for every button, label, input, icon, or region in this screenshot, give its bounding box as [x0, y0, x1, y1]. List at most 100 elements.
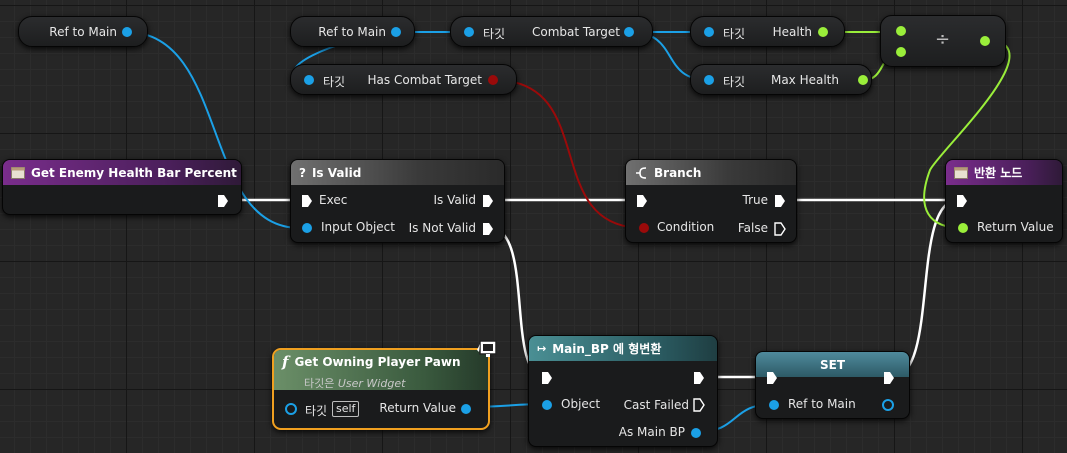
exec-in-pin-icon[interactable] [301, 194, 313, 208]
return-node-header: 반환 노드 [946, 160, 1062, 185]
cast-header: ↦ Main_BP 에 형변환 [529, 336, 717, 361]
target-object-pin-icon[interactable] [463, 26, 475, 38]
get-owning-player-pawn-subtitle: 타깃은 User Widget [304, 375, 405, 391]
combat-target-getter-node[interactable]: 타깃 Combat Target [450, 16, 653, 47]
screen-icon [477, 340, 497, 357]
function-icon [11, 166, 25, 179]
cast-failed-label: Cast Failed [623, 398, 689, 412]
is-valid-label: Is Valid [433, 193, 476, 207]
function-title: Get Enemy Health Bar Percent [31, 165, 237, 180]
branch-node[interactable]: Branch True Condition False [625, 159, 797, 243]
get-owning-player-pawn-header: f Get Owning Player Pawn [274, 350, 488, 390]
exec-out-pin-icon[interactable] [883, 371, 895, 385]
bool-wire [493, 79, 644, 229]
object-pin-icon[interactable] [690, 427, 702, 439]
float-pin-icon[interactable] [895, 25, 907, 37]
float-pin-icon[interactable] [857, 74, 869, 86]
object-out-empty-pin-icon[interactable] [881, 398, 895, 412]
float-pin-icon[interactable] [895, 46, 907, 58]
has-combat-target-label: Has Combat Target [367, 73, 482, 87]
is-valid-title: Is Valid [311, 165, 362, 180]
return-value-label: Return Value [379, 401, 456, 415]
branch-icon [636, 166, 647, 179]
condition-label: Condition [657, 220, 715, 234]
cast-to-main-bp-node[interactable]: ↦ Main_BP 에 형변환 Object Cast Failed As Ma… [528, 335, 718, 447]
self-value-box[interactable]: self [332, 401, 360, 417]
object-pin-icon[interactable] [768, 399, 780, 411]
input-object-label: Input Object [321, 220, 395, 234]
target-label: 타깃 [323, 75, 346, 89]
target-object-pin-icon[interactable] [303, 74, 315, 86]
exec-in-pin-icon[interactable] [956, 194, 968, 208]
exec-out-pin-icon[interactable] [693, 371, 705, 385]
function-entry-header: Get Enemy Health Bar Percent [3, 160, 241, 185]
max-health-label: Max Health [770, 73, 839, 87]
health-getter-node[interactable]: 타깃 Health [690, 16, 845, 47]
return-icon [954, 166, 968, 179]
target-object-pin-icon[interactable] [703, 26, 715, 38]
max-health-getter-node[interactable]: 타깃 Max Health [690, 64, 872, 95]
false-label: False [737, 221, 768, 235]
health-label: Health [772, 25, 812, 39]
branch-title: Branch [654, 165, 702, 180]
return-node[interactable]: 반환 노드 Return Value [945, 159, 1063, 243]
object-pin-icon[interactable] [460, 403, 472, 415]
get-owning-player-pawn-title: Get Owning Player Pawn [294, 355, 461, 369]
target-label: 타깃 [305, 404, 328, 418]
is-valid-node[interactable]: ? Is Valid Exec Is Valid Input Object Is… [290, 159, 505, 243]
exec-out-pin-icon[interactable] [482, 222, 494, 236]
target-label: 타깃 [723, 75, 746, 89]
set-header: SET [756, 352, 909, 377]
target-label: 타깃 [483, 27, 506, 41]
f-icon: f [282, 353, 289, 371]
object-label: Object [561, 397, 601, 411]
has-combat-target-getter-node[interactable]: 타깃 Has Combat Target [290, 64, 517, 95]
float-pin-icon[interactable] [979, 35, 991, 47]
exec-out-pin-icon[interactable] [217, 194, 229, 208]
branch-header: Branch [626, 160, 796, 185]
exec-out-empty-pin-icon[interactable] [693, 398, 705, 412]
cast-icon: ↦ [537, 342, 547, 355]
bool-pin-icon[interactable] [638, 222, 650, 234]
question-icon: ? [299, 165, 306, 180]
get-owning-player-pawn-node[interactable]: f Get Owning Player Pawn 타깃은 User Widget… [272, 340, 497, 430]
as-main-bp-label: As Main BP [618, 425, 685, 439]
target-object-pin-icon[interactable] [703, 74, 715, 86]
combat-target-label: Combat Target [531, 25, 620, 39]
exec-out-pin-icon[interactable] [482, 194, 494, 208]
float-pin-icon[interactable] [817, 26, 829, 38]
ref-to-main-label: Ref to Main [49, 25, 117, 39]
function-entry-node[interactable]: Get Enemy Health Bar Percent [2, 159, 242, 215]
subtitle-prefix: 타깃은 [304, 377, 338, 390]
set-title: SET [819, 357, 846, 372]
ref-to-main-getter-node[interactable]: Ref to Main [290, 16, 415, 47]
divide-node[interactable]: ÷ [880, 15, 1006, 67]
float-pin-icon[interactable] [957, 222, 969, 234]
return-value-label: Return Value [977, 220, 1054, 234]
target-object-pin-icon[interactable] [284, 402, 298, 416]
exec-in-pin-icon[interactable] [766, 371, 778, 385]
is-valid-header: ? Is Valid [291, 160, 504, 185]
float-wire [923, 39, 1011, 229]
bool-pin-icon[interactable] [487, 74, 499, 86]
divide-icon: ÷ [935, 29, 951, 50]
object-pin-icon[interactable] [301, 222, 313, 234]
exec-in-pin-icon[interactable] [636, 194, 648, 208]
ref-to-main-getter-node[interactable]: Ref to Main [18, 16, 148, 47]
object-pin-icon[interactable] [390, 26, 402, 38]
object-wire [125, 31, 301, 229]
exec-out-empty-pin-icon[interactable] [774, 222, 786, 236]
object-pin-icon[interactable] [541, 399, 553, 411]
object-pin-icon[interactable] [623, 26, 635, 38]
exec-in-pin-icon[interactable] [541, 371, 553, 385]
true-label: True [742, 193, 769, 207]
ref-to-main-label: Ref to Main [788, 397, 856, 411]
exec-out-pin-icon[interactable] [774, 194, 786, 208]
set-node[interactable]: SET Ref to Main [755, 351, 910, 419]
object-pin-icon[interactable] [121, 26, 133, 38]
is-not-valid-label: Is Not Valid [408, 221, 476, 235]
ref-to-main-label: Ref to Main [318, 25, 386, 39]
cast-title: Main_BP 에 형변환 [552, 342, 662, 356]
subtitle-class: User Widget [337, 377, 406, 390]
return-node-title: 반환 노드 [974, 166, 1023, 180]
